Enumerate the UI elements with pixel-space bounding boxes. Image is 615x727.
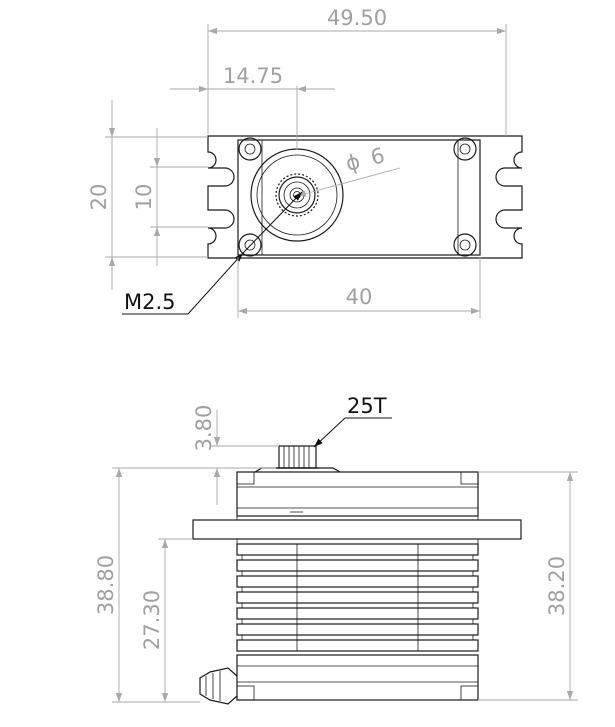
top-cap bbox=[236, 471, 479, 517]
output-spline-side bbox=[276, 445, 319, 469]
mount-hole bbox=[453, 233, 477, 257]
callout-mount-hole: M2.5 bbox=[122, 191, 303, 315]
shaft-boss bbox=[254, 467, 341, 473]
cooling-fins bbox=[236, 543, 479, 652]
dim-shaft-height-label: 3.80 bbox=[192, 405, 216, 452]
dim-height-outer-label: 20 bbox=[87, 184, 111, 211]
callout-spline-label: 25T bbox=[347, 394, 387, 418]
mount-hole bbox=[238, 233, 262, 257]
dim-spline-dia-label: 6 bbox=[368, 143, 387, 170]
dim-height-inner: 10 bbox=[132, 128, 208, 266]
top-view: 49.50 14.75 20 10 bbox=[87, 6, 523, 318]
output-shaft-top bbox=[250, 148, 344, 242]
dim-flange-height-label: 27.30 bbox=[140, 590, 164, 650]
callout-mount-hole-label: M2.5 bbox=[124, 290, 176, 314]
top-view-body bbox=[237, 139, 481, 256]
dim-total-height-label: 38.80 bbox=[94, 555, 118, 615]
mount-hole bbox=[238, 137, 262, 161]
dim-shaft-height: 3.80 bbox=[192, 405, 279, 505]
dim-overall-length-label: 49.50 bbox=[327, 6, 387, 30]
dim-flange-height: 27.30 bbox=[140, 538, 193, 702]
bottom-case bbox=[236, 654, 479, 701]
dim-spline-dia-symbol: ϕ bbox=[343, 149, 363, 176]
dim-total-height: 38.80 bbox=[94, 467, 276, 703]
dim-shaft-offset: 14.75 bbox=[170, 64, 335, 150]
callout-spline: 25T bbox=[313, 394, 392, 448]
dim-height-inner-label: 10 bbox=[132, 184, 156, 211]
side-view: 3.80 25T 38.80 27.30 38.20 bbox=[94, 394, 578, 705]
side-flange bbox=[192, 519, 522, 540]
dim-height-outer: 20 bbox=[87, 100, 208, 290]
dim-body-height-label: 38.20 bbox=[545, 556, 569, 616]
top-view-flange-outline bbox=[207, 135, 523, 259]
dim-overall-length: 49.50 bbox=[207, 6, 507, 136]
cable-exit bbox=[199, 667, 238, 705]
dim-body-length-label: 40 bbox=[346, 285, 373, 309]
dim-spline-dia: ϕ 6 bbox=[296, 143, 401, 197]
dim-body-length: 40 bbox=[237, 257, 481, 318]
dim-shaft-offset-label: 14.75 bbox=[223, 64, 283, 88]
mount-hole bbox=[453, 137, 477, 161]
dim-body-height: 38.20 bbox=[478, 471, 578, 701]
